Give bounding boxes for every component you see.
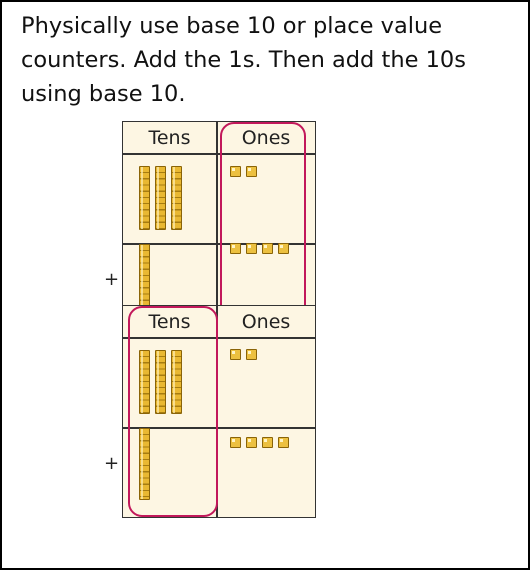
- tens-rod: [139, 350, 150, 414]
- ones-header: Ones: [241, 311, 291, 333]
- tens-rod: [139, 166, 150, 230]
- ones-cube: [246, 166, 257, 177]
- ones-cube: [246, 349, 257, 360]
- place-value-chart-1: Tens Ones +: [104, 121, 316, 334]
- chart-background: [122, 305, 316, 518]
- tens-rod: [155, 350, 166, 414]
- ones-cube: [230, 349, 241, 360]
- ones-cube: [230, 166, 241, 177]
- ones-cube: [262, 243, 273, 254]
- header-divider: [122, 153, 316, 155]
- ones-cube: [230, 243, 241, 254]
- ones-cube: [230, 437, 241, 448]
- row-divider: [122, 427, 316, 429]
- column-divider: [216, 121, 218, 334]
- tens-rod: [139, 428, 150, 500]
- ones-cube: [246, 243, 257, 254]
- ones-header: Ones: [241, 127, 291, 149]
- chart-background: [122, 121, 316, 334]
- plus-sign: +: [104, 269, 120, 290]
- tens-rod: [139, 244, 150, 312]
- place-value-chart-2: Tens Ones +: [104, 305, 316, 518]
- tens-column-highlight: [128, 306, 218, 517]
- ones-cube: [278, 437, 289, 448]
- tens-rod: [171, 166, 182, 230]
- plus-sign: +: [104, 453, 120, 474]
- ones-cube: [246, 437, 257, 448]
- header-divider: [122, 337, 316, 339]
- tens-rod: [171, 350, 182, 414]
- ones-column-highlight: [220, 122, 306, 327]
- row-divider: [122, 243, 316, 245]
- tens-header: Tens: [148, 311, 191, 333]
- ones-cube: [262, 437, 273, 448]
- ones-cube: [278, 243, 289, 254]
- tens-rod: [155, 166, 166, 230]
- tens-header: Tens: [148, 127, 191, 149]
- instruction-text: Physically use base 10 or place value co…: [21, 13, 466, 107]
